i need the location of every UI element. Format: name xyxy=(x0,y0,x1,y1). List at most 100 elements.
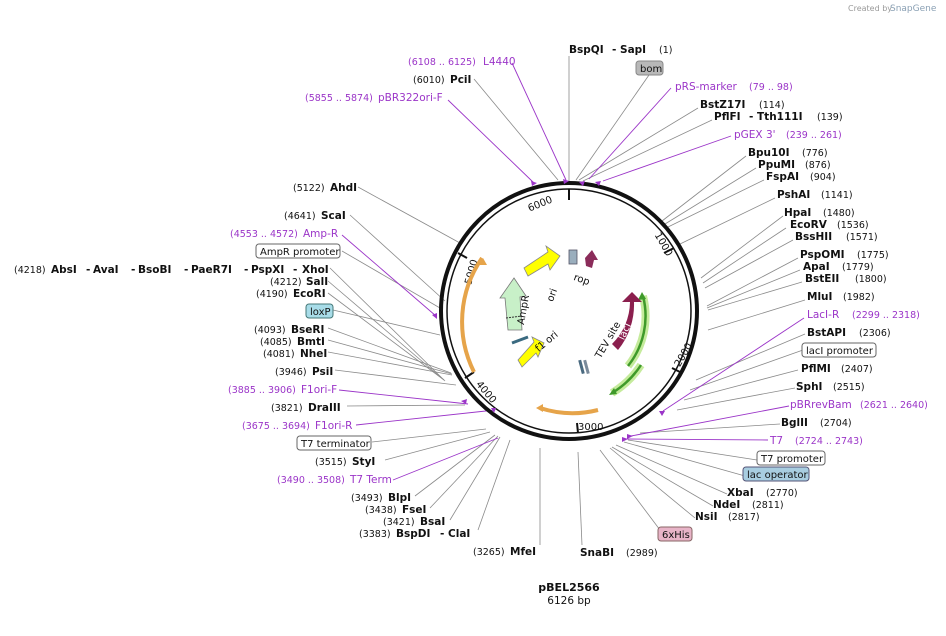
f1-ori-arrow xyxy=(517,336,545,368)
site-ahdi-pos: (5122) xyxy=(293,183,325,194)
site-bsteii: BstEII xyxy=(805,273,839,285)
site-ecorv: EcoRV xyxy=(790,219,828,231)
site-pspomi: PspOMI xyxy=(800,249,845,261)
site-mlui: MluI xyxy=(807,291,832,303)
site-fspai: FspAI xyxy=(766,171,799,183)
site-bseri: BseRI xyxy=(291,324,324,336)
f1-ori-label: f1 ori xyxy=(534,329,561,354)
credit-text: Created by xyxy=(848,4,892,13)
site-bmti-pos: (4085) xyxy=(260,337,292,348)
site-pspxi-sep: - xyxy=(244,264,248,276)
primer-t7-range: (2724 .. 2743) xyxy=(795,436,863,447)
bom-label: bom xyxy=(640,64,662,75)
backbone-outer xyxy=(439,181,699,441)
site-xhoi-sep: - xyxy=(293,264,297,276)
site-nhei-pos: (4081) xyxy=(263,349,295,360)
site-ndei-pos: (2811) xyxy=(752,500,784,511)
green-arc-bottom-head xyxy=(609,388,617,395)
site-bsteii-pos: (1800) xyxy=(855,274,887,285)
site-nhei: NheI xyxy=(300,348,327,360)
site-sphi: SphI xyxy=(796,381,822,393)
site-snabi-pos: (2989) xyxy=(626,548,658,559)
primer-f1ori-r-range: (3675 .. 3694) xyxy=(242,421,310,432)
tick-label-2000: 2000 xyxy=(673,341,695,369)
site-sali-pos: (4212) xyxy=(270,277,302,288)
loxp-label: loxP xyxy=(310,307,331,318)
t7-promoter-label: T7 promoter xyxy=(760,454,824,465)
site-pshai: PshAI xyxy=(777,189,810,201)
site-ndei: NdeI xyxy=(713,499,740,511)
orange-arc-bottom-head xyxy=(536,404,543,412)
orange-arc-left-head xyxy=(478,258,487,265)
site-styi-pos: (3515) xyxy=(315,457,347,468)
site-sapi: - SapI xyxy=(612,44,646,56)
site-bsai: BsaI xyxy=(420,516,445,528)
site-ecori: EcoRI xyxy=(293,288,326,300)
site-xhoi: XhoI xyxy=(302,264,329,276)
site-paer7i: PaeR7I xyxy=(191,264,232,276)
site-avai-sep: - xyxy=(86,264,90,276)
primer-t7-term-range: (3490 .. 3508) xyxy=(277,475,345,486)
site-pspxi: PspXI xyxy=(251,264,284,276)
primer-pbr322ori-f-range: (5855 .. 5874) xyxy=(305,93,373,104)
site-styi: StyI xyxy=(352,456,375,468)
primer-pgex3: pGEX 3' xyxy=(734,129,776,141)
primer-prs-marker: pRS-marker xyxy=(675,81,738,93)
laci-promoter-box xyxy=(801,342,877,358)
primer-f1ori-r: F1ori-R xyxy=(315,420,352,432)
site-mlui-pos: (1982) xyxy=(843,292,875,303)
lac-operator-label: lac operator xyxy=(747,470,808,481)
site-ecori-pos: (4190) xyxy=(256,289,288,300)
site-pflfi: PflFI xyxy=(714,111,741,123)
laci-arrow xyxy=(612,292,642,350)
site-pflmi: PflMI xyxy=(801,363,831,375)
site-sali: SalI xyxy=(306,276,328,288)
site-bglii: BglII xyxy=(781,417,808,429)
site-bmti: BmtI xyxy=(297,336,325,348)
site-blpi: BlpI xyxy=(388,492,411,504)
his-tag-box xyxy=(657,526,693,542)
site-bsobi: BsoBI xyxy=(138,264,171,276)
laci-promoter-label: lacI promoter xyxy=(806,346,874,357)
site-bspdi-pos: (3383) xyxy=(359,529,391,540)
site-absi-pos: (4218) xyxy=(14,265,46,276)
rop-label: rop xyxy=(572,272,591,288)
site-bstz17i-pos: (114) xyxy=(759,100,785,111)
site-psii: PsiI xyxy=(312,366,333,378)
ampr-promoter-label: AmpR promoter xyxy=(260,247,340,258)
his-tag-label: 6xHis xyxy=(662,530,690,541)
primer-laci-r-range: (2299 .. 2318) xyxy=(852,310,920,321)
site-hpai: HpaI xyxy=(784,207,811,219)
site-connector-lines xyxy=(327,56,806,546)
t7-promoter-box xyxy=(756,450,826,466)
site-absi: AbsI xyxy=(51,264,77,276)
primer-l4440-range: (6108 .. 6125) xyxy=(408,57,476,68)
loxp-marker xyxy=(511,335,529,345)
primer-amp-r: Amp-R xyxy=(303,228,338,240)
site-xbai-pos: (2770) xyxy=(766,488,798,499)
primer-laci-r: LacI-R xyxy=(807,309,839,321)
site-bstz17i: BstZ17I xyxy=(700,99,745,111)
primer-pbr322ori-f: pBR322ori-F xyxy=(378,92,443,104)
site-ahdi: AhdI xyxy=(330,182,357,194)
ori-label: ori xyxy=(545,287,560,303)
site-apai-pos: (1779) xyxy=(842,262,874,273)
tev-site-marks xyxy=(578,359,590,375)
site-snabi: SnaBI xyxy=(580,547,614,559)
ampr-promoter-marker xyxy=(505,315,523,319)
plasmid-size: 6126 bp xyxy=(547,595,591,607)
site-bstapi-pos: (2306) xyxy=(859,328,891,339)
tick-label-6000: 6000 xyxy=(526,195,554,215)
site-pcii-pos: (6010) xyxy=(413,75,445,86)
site-pflfi-pos: (139) xyxy=(817,112,843,123)
t7-terminator-label: T7 terminator xyxy=(300,439,371,450)
site-bglii-pos: (2704) xyxy=(820,418,852,429)
primer-pbrrevbam: pBRrevBam xyxy=(790,399,852,411)
major-ticks xyxy=(457,189,683,434)
site-xbai: XbaI xyxy=(727,487,754,499)
site-sphi-pos: (2515) xyxy=(833,382,865,393)
primer-l4440: L4440 xyxy=(483,56,516,68)
tick-label-3000: 3000 xyxy=(578,422,603,433)
site-bseri-pos: (4093) xyxy=(254,325,286,336)
site-pflmi-pos: (2407) xyxy=(841,364,873,375)
